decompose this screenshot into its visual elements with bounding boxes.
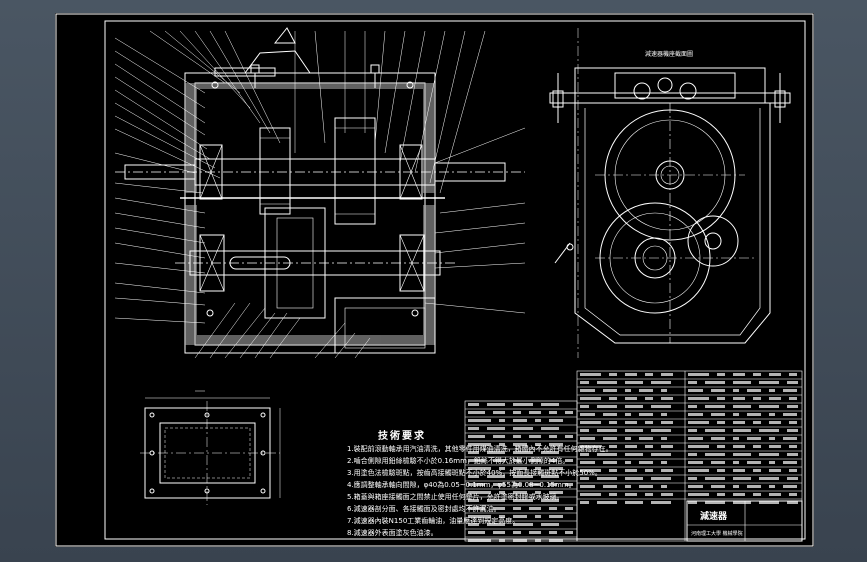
technical-note: 1.裝配前滾動軸承用汽油清洗，其他零件用煤油清洗，箱體內不允許有任何雜物存在。: [347, 445, 613, 453]
title-block-name: 減速器: [700, 512, 728, 522]
technical-note: 2.嚙合側隙用鉛絲檢驗不小於0.16mm，鉛絲不得大於最小側隙的4倍。: [347, 457, 570, 465]
technical-note: 8.減速器外表面塗灰色油漆。: [347, 529, 438, 537]
side-view-title: 減速器機座截面圖: [645, 51, 694, 58]
technical-note: 4.應調整軸承軸向間隙，φ40為0.05~0.1mm，φ55為0.08~0.15…: [347, 481, 576, 489]
leader-lines-bottom: [194, 302, 371, 359]
sheet-border: [55, 13, 814, 547]
main-section-view: [115, 27, 525, 354]
drawing-sheet: 技術要求 1.裝配前滾動軸承用汽油清洗，其他零件用煤油清洗，箱體內不允許有任何雜…: [55, 13, 814, 547]
technical-note: 7.減速器內裝N150工業齒輪油，油量應達到規定高度。: [347, 517, 520, 525]
leader-lines-top: [149, 30, 486, 194]
notes-title: 技術要求: [378, 431, 426, 442]
leader-lines-left: [114, 37, 221, 324]
technical-note: 3.用塗色法檢驗斑點，按齒高接觸斑點不小於40%，按齒長接觸斑點不小於50%。: [347, 469, 602, 477]
drawing-canvas: [55, 13, 814, 547]
title-block-footer: 河南理工大學 機械學院: [691, 531, 743, 537]
leader-lines-right: [424, 127, 526, 314]
drawing-frame: [104, 20, 806, 540]
side-section-view: [549, 28, 791, 358]
parts-list: [464, 370, 803, 542]
technical-note: 6.減速器剖分面、各接觸面及密封處均不許漏油。: [347, 505, 501, 513]
technical-note: 5.箱蓋與箱座接觸面之間禁止使用任何墊片，允許塗密封膠或水玻璃。: [347, 493, 564, 501]
cover-plate-view: [140, 390, 281, 505]
parts-list-entries: [468, 373, 798, 542]
